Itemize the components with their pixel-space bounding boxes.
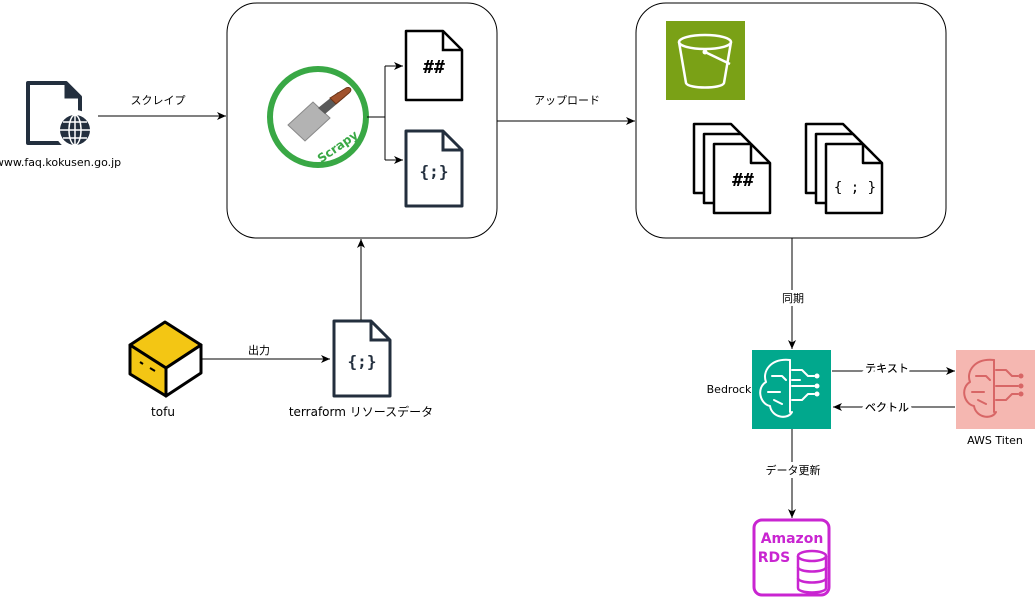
tofu-logo-icon [128, 320, 203, 398]
text-label: テキスト [865, 362, 909, 375]
s3-markdown-mark: ## [732, 170, 754, 191]
json-file-mark: {;} [420, 162, 449, 181]
scrape-label: スクレイプ [131, 94, 186, 107]
rds-logo-line2: RDS [758, 550, 790, 566]
s3-json-mark: { ; } [834, 180, 876, 196]
s3-markdown-files-icon [692, 122, 772, 215]
titan-label: AWS Titen [967, 434, 1023, 447]
website-doc-icon [26, 81, 95, 150]
output-label: 出力 [248, 343, 270, 357]
terraform-json-file-icon: {;} [332, 319, 392, 398]
bedrock-icon [752, 350, 831, 429]
upload-label: アップロード [534, 94, 600, 107]
s3-json-files-icon [804, 122, 884, 215]
vector-label: ベクトル [865, 401, 909, 414]
text-label-fg: テキスト [865, 362, 909, 375]
database-icon [796, 549, 828, 594]
rds-icon: Amazon RDS [752, 518, 831, 597]
rds-logo-line1: Amazon [761, 531, 824, 547]
globe-icon [55, 110, 95, 150]
bedrock-label: Bedrock [707, 383, 752, 396]
scrapy-output-arrows [367, 62, 403, 164]
markdown-file-mark: ## [423, 57, 445, 78]
tofu-label: tofu [151, 405, 175, 419]
data-update-label: データ更新 [766, 463, 821, 477]
s3-bucket-icon [666, 21, 745, 100]
sync-label: 同期 [782, 292, 804, 305]
website-label: www.faq.kokusen.go.jp [0, 156, 121, 169]
vector-label-bg: ベクトル [865, 401, 909, 414]
terraform-json-mark: {;} [348, 352, 377, 371]
markdown-file-icon: ## [404, 29, 464, 102]
titan-model-icon [956, 350, 1035, 429]
json-file-icon: {;} [404, 129, 464, 208]
scrapy-logo-icon: Scrapy [267, 66, 369, 168]
terraform-label: terraform リソースデータ [289, 404, 433, 419]
